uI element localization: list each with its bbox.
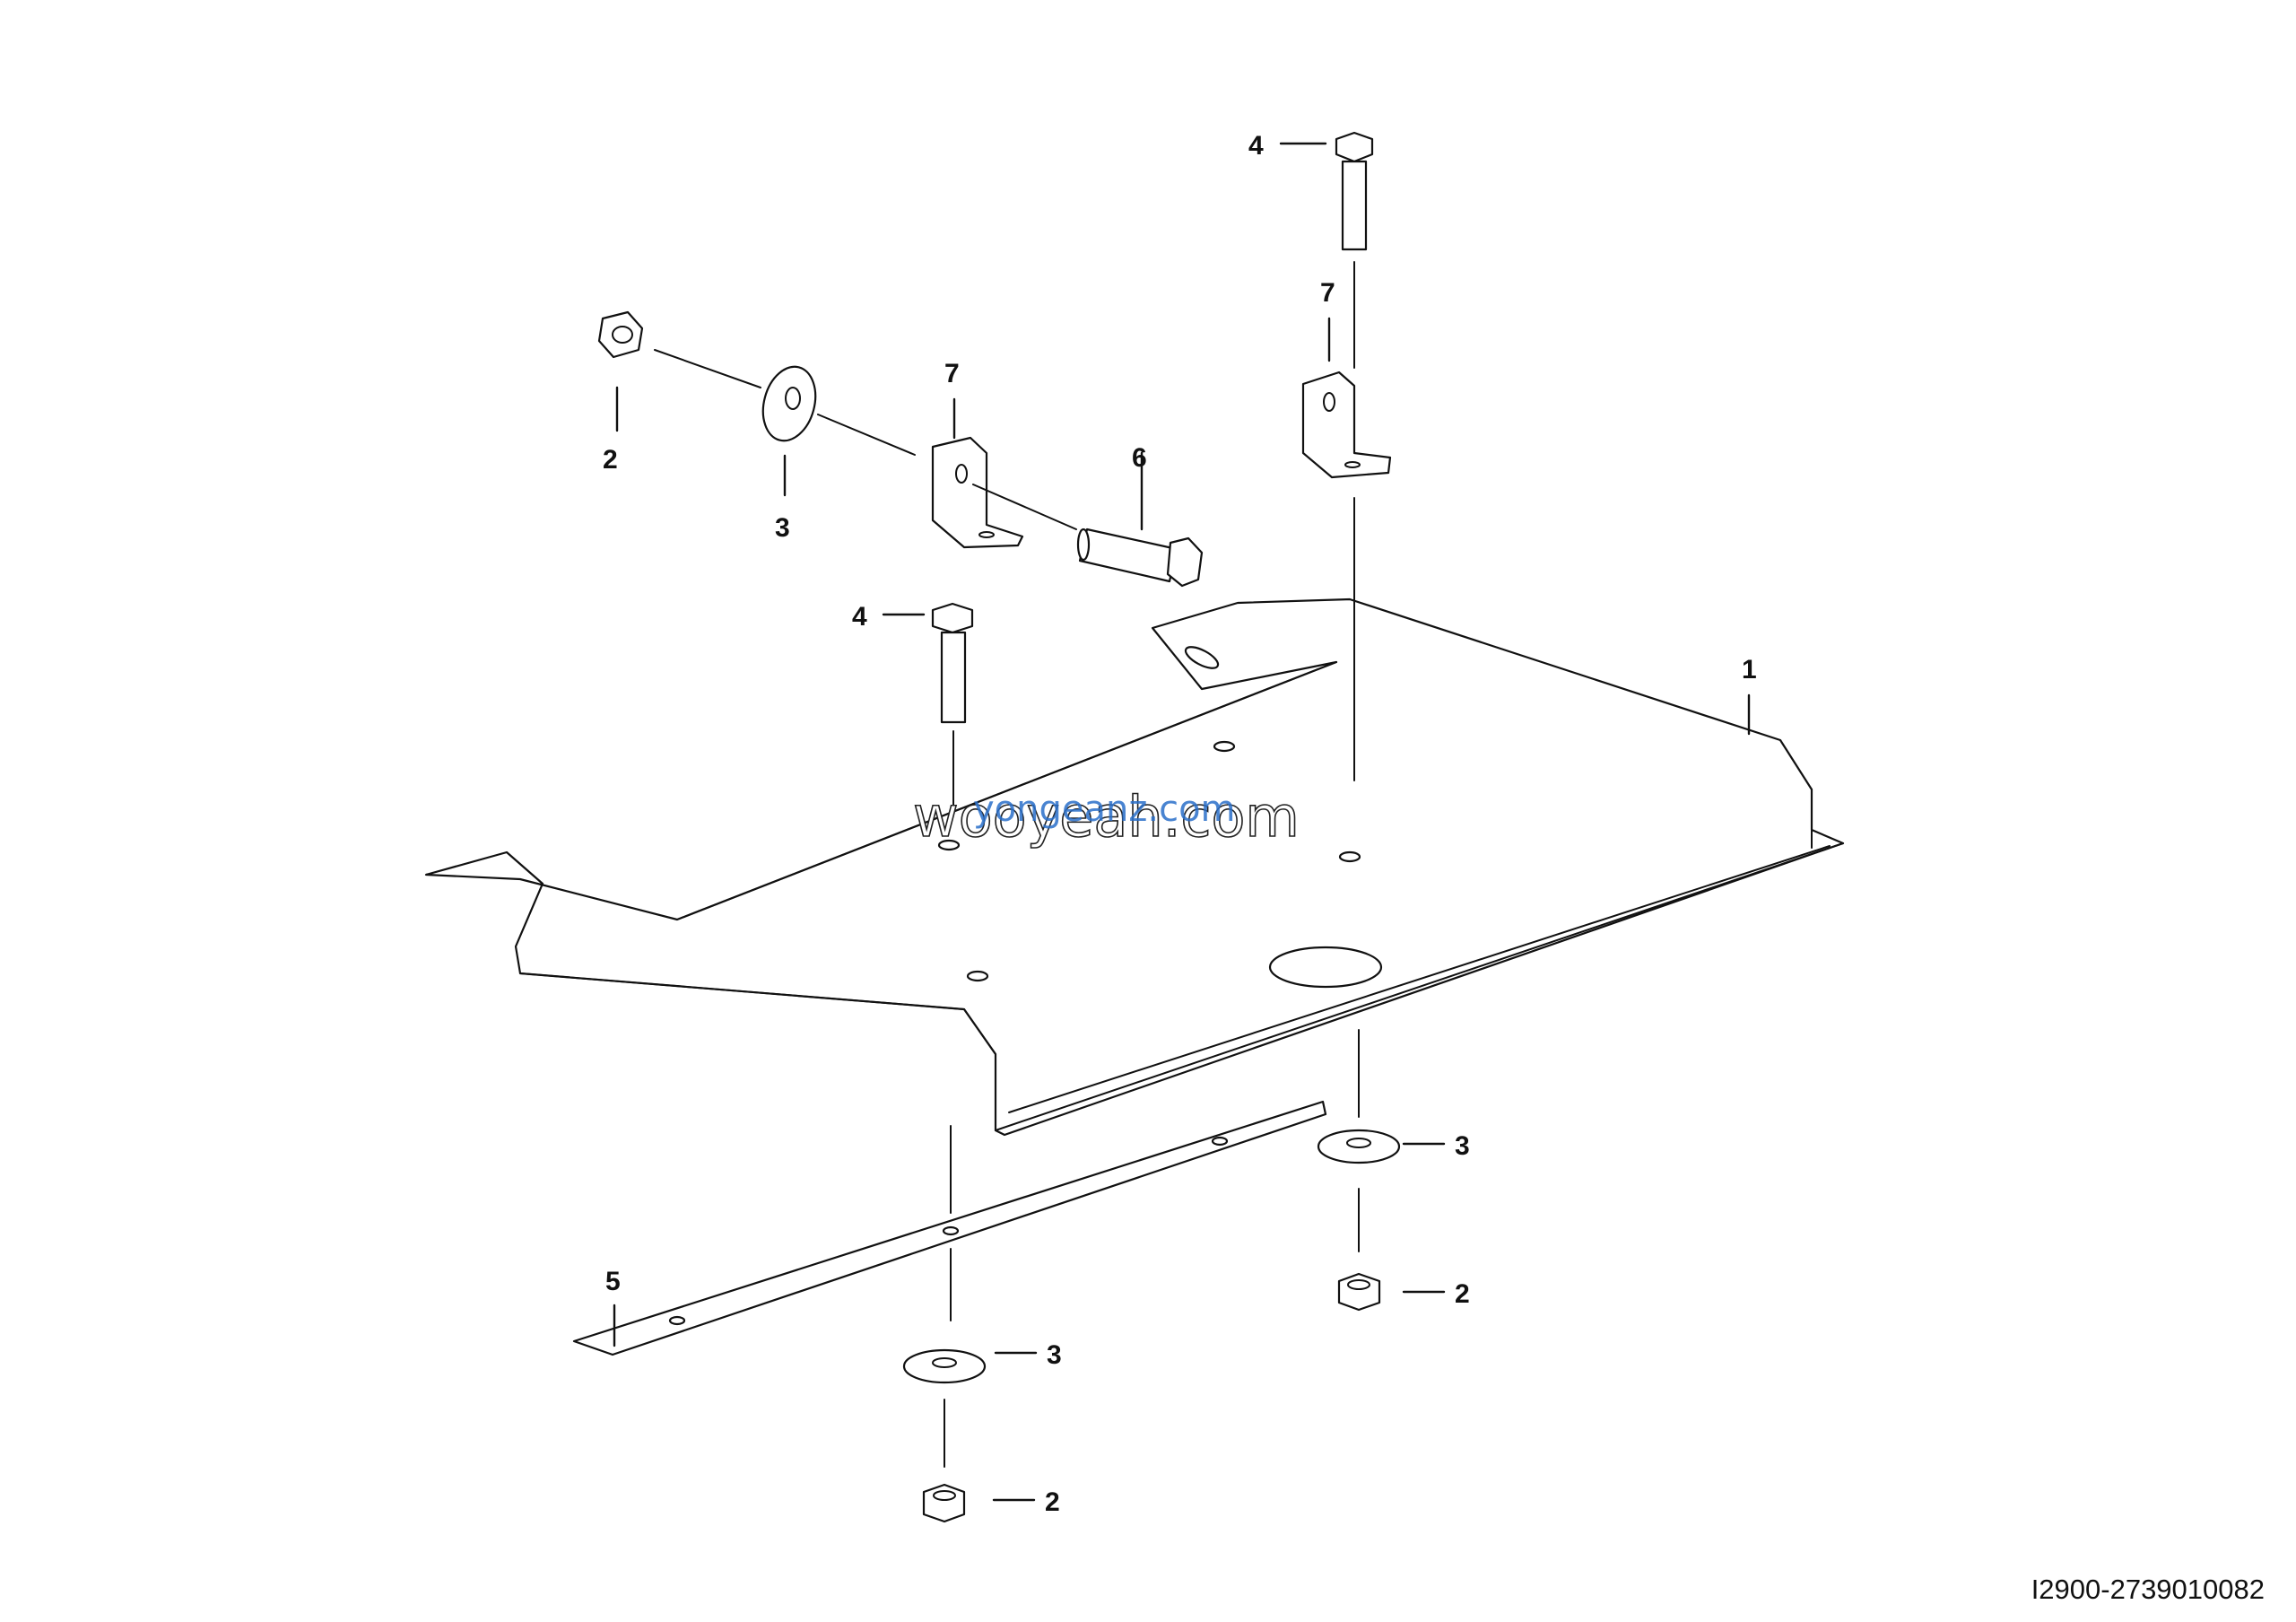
callout-leaders [613, 142, 1751, 1502]
angle-bracket-right [1301, 371, 1392, 479]
watermark-primary: wooyeah.com [913, 784, 1300, 850]
callout-1: 1 [1742, 655, 1757, 685]
hex-bolt-middle [931, 602, 974, 724]
callout-6: 6 [1132, 443, 1147, 473]
hex-nut-upper [597, 310, 644, 359]
callout-2-lower-right: 2 [1455, 1279, 1470, 1309]
skid-plate [424, 597, 1845, 1137]
hex-bolt-horizontal [1076, 528, 1204, 588]
callout-7-left: 7 [944, 359, 960, 388]
hex-nut-lower-right [1337, 1272, 1381, 1312]
washer-lower-left [902, 1348, 987, 1384]
callout-4-middle: 4 [852, 602, 867, 632]
washer-lower-right [1317, 1129, 1401, 1164]
callout-4-upper: 4 [1248, 131, 1264, 161]
watermark-secondary: yongeanz.com [973, 789, 1236, 830]
callout-3-lower-left: 3 [1047, 1340, 1062, 1370]
hex-bolt-upper-right [1335, 131, 1374, 251]
angle-bracket-left [931, 436, 1024, 549]
callout-2-lower-left: 2 [1045, 1487, 1060, 1517]
callout-5: 5 [605, 1267, 621, 1296]
assembly-lines [654, 261, 1360, 1468]
callout-3-upper: 3 [775, 513, 790, 543]
hex-nut-lower-left [922, 1483, 966, 1523]
callout-3-lower-right: 3 [1455, 1131, 1470, 1161]
callout-2-upper: 2 [603, 445, 618, 475]
document-number: I2900-2739010082 [2031, 1574, 2265, 1605]
washer-upper [761, 365, 817, 442]
callout-7-right: 7 [1320, 278, 1335, 308]
mounting-strip [572, 1100, 1327, 1356]
